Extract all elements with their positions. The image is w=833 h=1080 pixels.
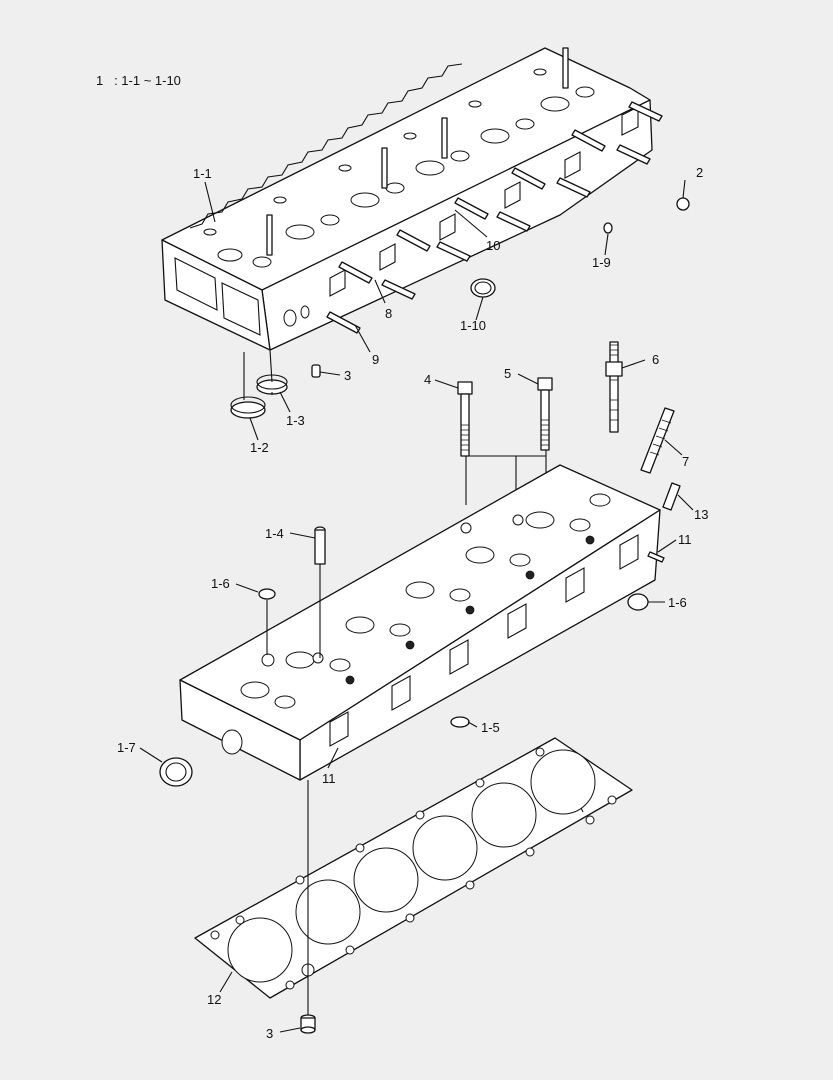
callout-1-7: 1-7	[117, 740, 136, 755]
upper-cylinder-head	[161, 47, 663, 351]
lower-dowel	[300, 780, 316, 1034]
callout-5: 5	[504, 366, 511, 381]
callout-11-lower: 11	[322, 771, 336, 786]
callout-10-upper: 10	[486, 238, 500, 253]
callout-4: 4	[424, 372, 431, 387]
upper-head-ports	[203, 68, 595, 268]
lower-cylinder-head	[179, 464, 661, 781]
upper-head-studs	[266, 47, 569, 256]
callout-3-upper: 3	[344, 368, 351, 383]
dowel-pin	[647, 551, 665, 563]
callout-6: 6	[652, 352, 659, 367]
lower-head-side-ports	[329, 534, 639, 747]
callout-1-4: 1-4	[265, 526, 284, 541]
callout-12: 12	[207, 992, 221, 1007]
callout-1-6-right: 1-6	[668, 595, 687, 610]
leader-lines	[139, 179, 694, 1033]
upper-loose-parts	[230, 197, 690, 419]
valve-guide	[314, 526, 326, 658]
callout-3-lower: 3	[266, 1026, 273, 1041]
upper-head-side-openings	[283, 106, 639, 327]
callout-8: 8	[385, 306, 392, 321]
assembly-legend: 1 : 1-1 ~ 1-10	[96, 73, 181, 88]
callout-1-10: 1-10	[460, 318, 486, 333]
callout-1-3: 1-3	[286, 413, 305, 428]
callout-13: 13	[694, 507, 708, 522]
upper-head-side-studs	[326, 101, 663, 334]
valve-stem-seals	[258, 588, 649, 655]
callout-1-1: 1-1	[193, 166, 212, 181]
callout-2: 2	[696, 165, 703, 180]
front-seal	[159, 757, 193, 787]
callout-9: 9	[372, 352, 379, 367]
callout-1-2: 1-2	[250, 440, 269, 455]
valve-seat	[450, 716, 470, 728]
callout-7: 7	[682, 454, 689, 469]
lower-head-valve-recesses	[240, 493, 611, 709]
callout-labels: 1-1 2 10 1-9 8 1-10 9 3 1-3 1-2 4 5 6 7 …	[117, 165, 708, 1041]
head-bolts	[457, 341, 681, 511]
callout-1-5: 1-5	[481, 720, 500, 735]
head-gasket	[194, 737, 633, 999]
callout-1-6-left: 1-6	[211, 576, 230, 591]
callout-11-right: 11	[678, 532, 692, 547]
callout-1-9: 1-9	[592, 255, 611, 270]
